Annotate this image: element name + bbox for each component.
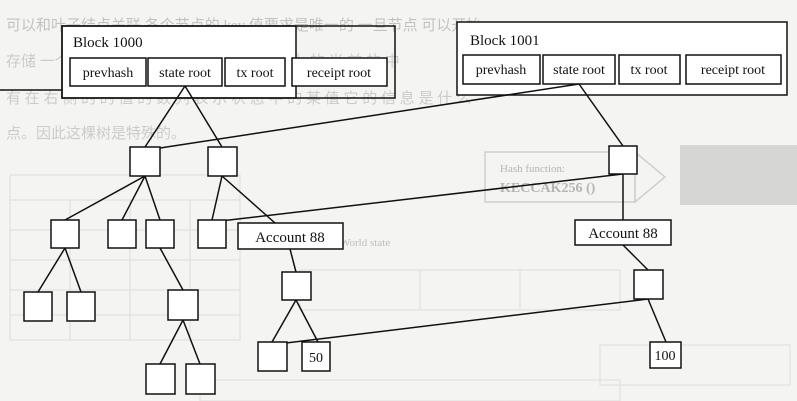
block-1001-title: Block 1001 bbox=[470, 33, 540, 49]
account-88-new: Account 88 100 bbox=[574, 219, 682, 369]
node-1000-acct-leaf bbox=[257, 341, 288, 372]
account-88-old: Account 88 50 bbox=[237, 222, 344, 372]
account-88-new-box bbox=[574, 219, 672, 246]
ghost-dark-block bbox=[680, 145, 797, 205]
account-88-old-box bbox=[237, 222, 344, 250]
ghost-line-4: 点。因此这棵树是特殊的。 bbox=[6, 125, 186, 142]
block-1001-receipt-root-cell bbox=[685, 54, 782, 85]
block-1000-receipt-root: receipt root bbox=[307, 66, 371, 81]
account-88-new-label: Account 88 bbox=[588, 226, 658, 242]
block-1000-tx-root: tx root bbox=[237, 66, 274, 81]
block-1000: Block 1000 prevhash state root tx root r… bbox=[61, 25, 388, 99]
node-1000-l3-c bbox=[167, 289, 199, 321]
node-1000-l4-b bbox=[185, 363, 216, 395]
tree-1000-edges bbox=[37, 85, 319, 365]
block-1001-tx-root: tx root bbox=[631, 63, 668, 78]
block-1000-prevhash: prevhash bbox=[83, 66, 134, 81]
block-1001-tx-root-cell bbox=[618, 54, 681, 85]
block-1000-outline bbox=[61, 25, 396, 99]
node-1000-l2-a bbox=[50, 219, 80, 249]
block-1000-prevhash-cell bbox=[69, 57, 147, 87]
block-1001-receipt-root: receipt root bbox=[701, 63, 765, 78]
node-1000-l2-b bbox=[107, 219, 137, 249]
block-1000-state-root: state root bbox=[159, 66, 211, 81]
block-1001: Block 1001 prevhash state root tx root r… bbox=[456, 21, 788, 96]
block-1001-prevhash: prevhash bbox=[476, 63, 527, 78]
node-1000-l3-a bbox=[23, 291, 53, 322]
block-1001-state-root: state root bbox=[553, 63, 605, 78]
node-1001-acct-child bbox=[633, 269, 664, 300]
node-1000-acct-child bbox=[281, 271, 312, 301]
node-1000-l2-c bbox=[145, 219, 175, 249]
tree-1001-edges bbox=[159, 83, 667, 344]
block-1000-tx-root-cell bbox=[224, 57, 286, 87]
node-1001-l1 bbox=[608, 145, 638, 175]
account-88-old-label: Account 88 bbox=[255, 230, 325, 246]
ghost-arrow bbox=[634, 150, 667, 204]
node-1000-l4-a bbox=[145, 363, 176, 395]
ghost-world-state: World state bbox=[340, 237, 390, 249]
node-1000-l3-b bbox=[66, 291, 96, 322]
tree-1000-nodes bbox=[23, 146, 312, 395]
tree-1001-nodes bbox=[608, 145, 664, 300]
block-1001-outline bbox=[456, 21, 788, 96]
block-1000-title: Block 1000 bbox=[73, 35, 143, 51]
account-88-old-value-box bbox=[301, 341, 331, 372]
block-1001-prevhash-cell bbox=[462, 54, 541, 85]
node-1000-l2-d bbox=[197, 219, 227, 249]
block-1000-receipt-root-cell bbox=[291, 57, 388, 87]
account-88-new-value-box bbox=[649, 341, 682, 369]
node-1000-l1-right bbox=[207, 146, 238, 177]
node-1000-l1-left bbox=[129, 146, 161, 177]
ghost-hash-label: Hash function: bbox=[500, 163, 565, 175]
account-88-new-value: 100 bbox=[655, 349, 676, 364]
account-88-old-value: 50 bbox=[309, 351, 323, 366]
ghost-keccak-label: KECCAK256 () bbox=[500, 181, 596, 196]
